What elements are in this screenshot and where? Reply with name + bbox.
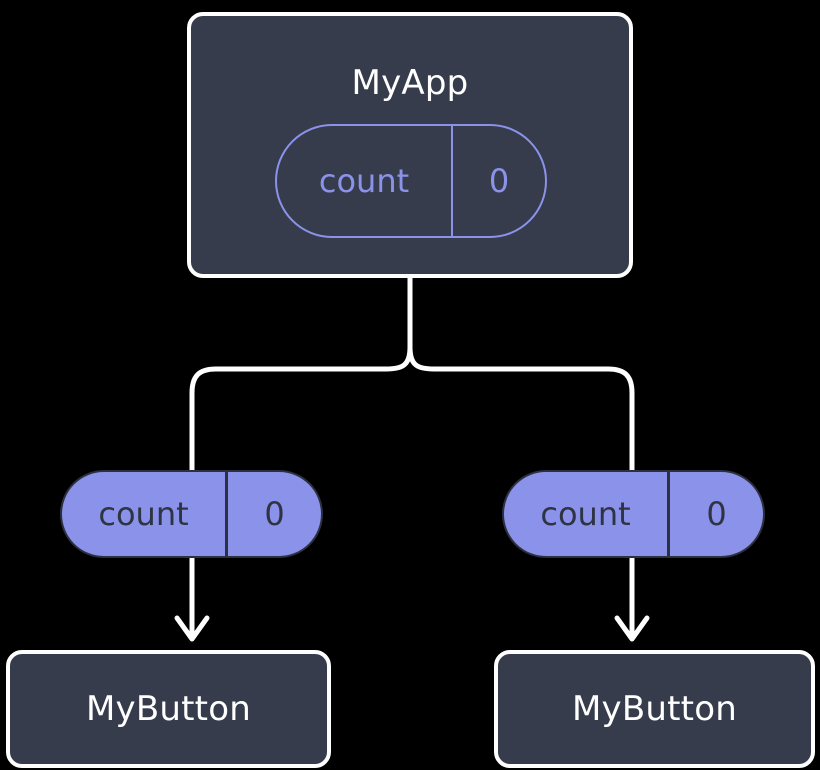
prop-value-label: 0 [264,495,285,533]
edge-branch-right [407,344,635,473]
prop-key-label: count [62,472,228,556]
edge-arrow-left-head [174,615,210,642]
prop-pill-left-count[interactable]: count 0 [60,470,323,558]
component-node-mybutton-right[interactable]: MyButton [494,650,815,768]
component-node-mybutton-left[interactable]: MyButton [6,650,331,768]
state-value-label: 0 [488,162,510,200]
state-key-label: count [277,126,453,236]
edge-arrow-right-head [614,615,650,642]
prop-pill-right-count[interactable]: count 0 [502,470,765,558]
prop-value-label: 0 [706,495,727,533]
edge-branch-left [189,344,413,473]
component-label-mybutton-left: MyButton [86,689,251,729]
component-label-mybutton-right: MyButton [572,689,737,729]
prop-key-label: count [504,472,670,556]
component-label-myapp: MyApp [351,63,469,103]
state-pill-myapp-count[interactable]: count 0 [275,124,547,238]
